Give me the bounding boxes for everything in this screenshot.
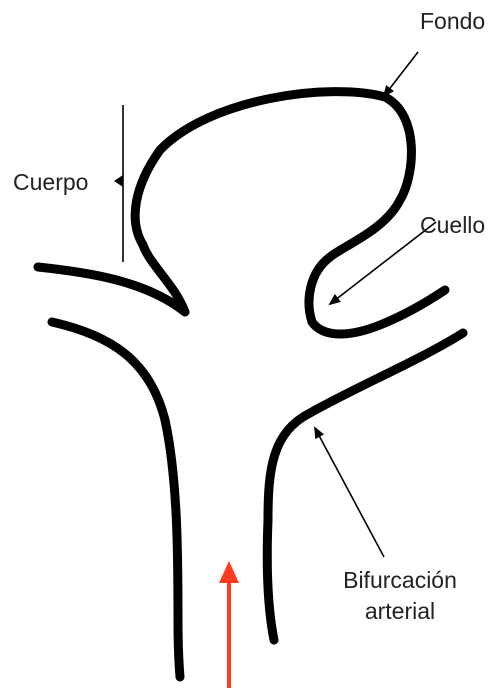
- label-fondo: Fondo: [420, 8, 485, 34]
- left-vessel-wall: [52, 322, 180, 677]
- bifurcacion-pointer-arrow: [315, 428, 384, 557]
- label-bifurcacion-line2: arterial: [365, 598, 435, 624]
- aneurysm-sac-wall: [38, 92, 445, 334]
- label-bifurcacion-line1: Bifurcación: [343, 567, 457, 593]
- label-cuerpo: Cuerpo: [13, 169, 88, 195]
- right-vessel-wall: [267, 333, 463, 640]
- cuerpo-bracket-tick: [114, 175, 123, 187]
- label-cuello: Cuello: [420, 212, 485, 238]
- fondo-pointer-arrow: [384, 52, 418, 96]
